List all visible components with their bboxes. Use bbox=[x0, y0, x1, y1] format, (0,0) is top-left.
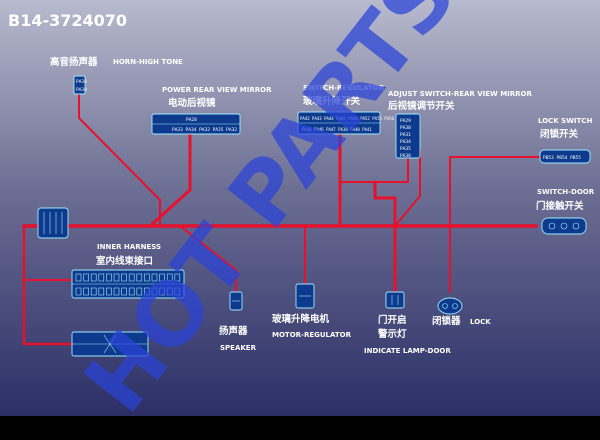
harness-pin-cavity bbox=[121, 273, 127, 282]
lock-switch-connector: PB53 PB54 PB55 bbox=[539, 149, 591, 164]
harness-pin-cavity bbox=[151, 273, 158, 282]
motor-regulator-connector bbox=[295, 283, 315, 309]
lock-switch-pins: PB53 PB54 PB55 bbox=[543, 155, 581, 161]
harness-pin-cavity bbox=[166, 273, 173, 282]
switch-regulator-pins-top: PA42 PA43 PA44 PA45 PA46 PA52 PA55 PA56 bbox=[300, 116, 395, 121]
wire-to-mirror bbox=[148, 131, 192, 228]
harness-pin-cavity bbox=[113, 273, 120, 282]
harness-pin-cavity bbox=[75, 273, 82, 282]
adjust-switch-label-zh: 后视镜调节开关 bbox=[388, 100, 455, 112]
adjust-pin-5: PA35 bbox=[400, 146, 411, 152]
power-mirror-label-zh: 电动后视镜 bbox=[168, 97, 216, 109]
horn-pin-2: PA30 bbox=[76, 87, 87, 93]
switch-door-connector bbox=[541, 217, 587, 235]
switch-door-label-en: SWITCH-DOOR bbox=[537, 188, 595, 196]
adjust-pin-1: PA29 bbox=[400, 118, 411, 124]
lock-label-zh: 闭锁器 bbox=[432, 315, 461, 327]
harness-pin-cavity bbox=[166, 287, 173, 296]
lock-connector bbox=[437, 297, 463, 315]
inner-harness-connector-upper bbox=[71, 269, 185, 299]
indicate-lamp-label-zh-1: 门开启 bbox=[378, 314, 407, 326]
inner-harness-connector-lower bbox=[71, 331, 149, 357]
switch-regulator-pins-bottom: PA48 PA46 PA47 PA38 PA40 PA41 bbox=[302, 127, 372, 132]
lock-switch-label-zh: 闭锁开关 bbox=[540, 128, 579, 140]
power-mirror-connector: PA28 PA33 PA34 PA32 PA35 PA32 bbox=[151, 113, 241, 135]
harness-pin-cavity bbox=[83, 273, 89, 282]
horn-label-en: HORN-HIGH TONE bbox=[113, 58, 183, 66]
harness-pin-cavity bbox=[174, 287, 181, 296]
horn-pin-1: PA38 bbox=[76, 79, 87, 85]
power-mirror-pins-top: PA28 bbox=[186, 117, 197, 123]
harness-pin-cavity bbox=[128, 287, 135, 296]
harness-pin-cavity bbox=[98, 287, 105, 296]
wires bbox=[22, 93, 541, 346]
harness-pin-cavity bbox=[90, 287, 97, 296]
lock-switch-label-en: LOCK SWITCH bbox=[538, 117, 592, 125]
adjust-switch-label-en: ADJUST SWITCH-REAR VIEW MIRROR bbox=[388, 90, 532, 98]
harness-pin-cavity bbox=[75, 287, 82, 296]
harness-pin-cavity bbox=[144, 273, 150, 282]
adjust-pin-2: PA30 bbox=[400, 125, 411, 131]
power-mirror-label-en: POWER REAR VIEW MIRROR bbox=[162, 86, 272, 94]
left-clip-connector bbox=[37, 207, 69, 239]
horn-connector: PA38 PA30 bbox=[73, 75, 87, 95]
harness-pin-cavity bbox=[83, 287, 89, 296]
inner-harness-label-zh: 室内线束接口 bbox=[96, 255, 153, 267]
harness-pin-cavity bbox=[90, 273, 97, 282]
wire-to-lock-switch bbox=[449, 156, 541, 227]
switch-regulator-label-en: SWITCH-REGULATOR bbox=[303, 84, 385, 92]
component-labels: 高音扬声器 HORN-HIGH TONE POWER REAR VIEW MIR… bbox=[50, 56, 595, 355]
indicate-lamp-connector bbox=[385, 291, 405, 309]
harness-pin-cavity bbox=[98, 273, 105, 282]
speaker-connector bbox=[229, 291, 243, 311]
speaker-label-zh: 扬声器 bbox=[219, 325, 248, 337]
motor-regulator-label-zh: 玻璃升降电机 bbox=[272, 313, 330, 325]
harness-pin-cavity bbox=[113, 287, 120, 296]
harness-pin-cavity bbox=[159, 273, 165, 282]
harness-pin-cavity bbox=[144, 287, 150, 296]
horn-label-zh: 高音扬声器 bbox=[50, 56, 98, 68]
adjust-pin-4: PA34 bbox=[400, 139, 411, 145]
harness-pin-cavity bbox=[174, 273, 181, 282]
wire-to-indicate-lamp bbox=[373, 180, 397, 294]
adjust-pin-6: PA38 bbox=[400, 153, 411, 159]
wire-to-horn bbox=[78, 93, 161, 227]
wire-to-adjust-switch bbox=[394, 149, 421, 227]
harness-pin-cavity bbox=[136, 287, 143, 296]
harness-pin-cavity bbox=[106, 287, 112, 296]
inner-harness-label-en: INNER HARNESS bbox=[97, 243, 161, 251]
bottom-band bbox=[0, 416, 600, 440]
wire-to-speaker bbox=[179, 225, 237, 293]
adjust-pin-3: PA31 bbox=[400, 132, 411, 138]
indicate-lamp-label-zh-2: 警示灯 bbox=[378, 328, 407, 340]
harness-pin-cavity bbox=[106, 273, 112, 282]
harness-pin-cavity bbox=[151, 287, 158, 296]
switch-door-label-zh: 门接触开关 bbox=[536, 200, 584, 212]
adjust-switch-connector: PA29 PA30 PA31 PA34 PA35 PA38 bbox=[395, 113, 421, 159]
harness-pin-cavity bbox=[136, 273, 143, 282]
motor-regulator-label-en: MOTOR-REGULATOR bbox=[272, 331, 352, 339]
wire-to-harness-upper bbox=[23, 225, 73, 281]
switch-regulator-label-zh: 玻璃升降开关 bbox=[303, 95, 361, 107]
indicate-lamp-label-en: INDICATE LAMP-DOOR bbox=[364, 347, 451, 355]
harness-pin-cavity bbox=[128, 273, 135, 282]
switch-regulator-connector: PA42 PA43 PA44 PA45 PA46 PA52 PA55 PA56 … bbox=[297, 111, 395, 135]
harness-pin-cavity bbox=[121, 287, 127, 296]
power-mirror-pins-bottom: PA33 PA34 PA32 PA35 PA32 bbox=[172, 127, 237, 133]
lock-label-en: LOCK bbox=[470, 318, 491, 326]
diagram-title: B14-3724070 bbox=[8, 11, 127, 30]
speaker-label-en: SPEAKER bbox=[220, 344, 257, 352]
harness-pin-cavity bbox=[159, 287, 165, 296]
